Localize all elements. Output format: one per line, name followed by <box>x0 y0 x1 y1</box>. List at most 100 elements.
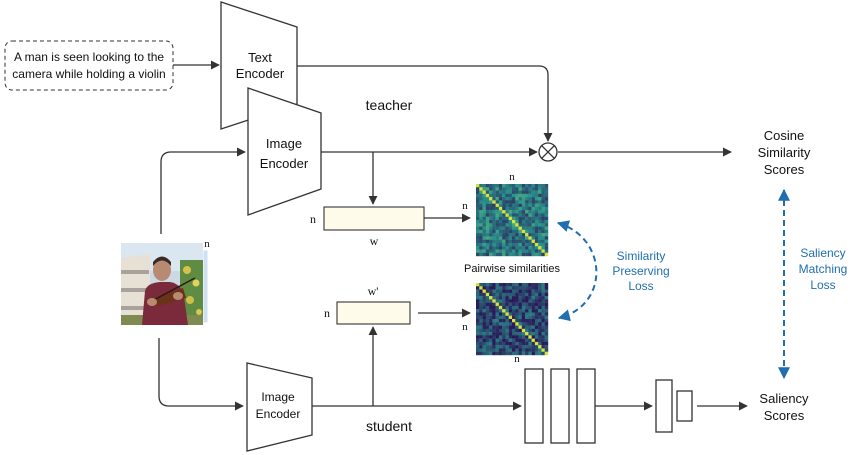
heatmap-cell <box>502 325 506 330</box>
heatmap-cell <box>541 206 545 211</box>
heatmap-cell <box>476 236 480 240</box>
heatmap-cell <box>498 328 503 333</box>
heatmap-cell <box>534 299 539 303</box>
heatmap-cell <box>531 200 536 204</box>
heatmap-cell <box>498 351 503 356</box>
heatmap-cell <box>482 246 487 250</box>
heatmap-cell <box>515 223 519 227</box>
heatmap-cell <box>541 187 545 191</box>
heatmap-cell <box>489 220 493 224</box>
heatmap-cell <box>525 296 529 300</box>
heatmap-cell <box>538 319 542 323</box>
heatmap-cell <box>479 296 483 300</box>
heatmap-cell <box>515 187 519 191</box>
heatmap-cell <box>544 341 549 346</box>
heatmap-cell <box>538 184 542 188</box>
student-label: student <box>366 418 412 434</box>
heatmap-cell <box>512 283 516 287</box>
heatmap-cell <box>492 249 496 253</box>
heatmap-cell <box>482 200 487 204</box>
heatmap-cell <box>505 236 509 240</box>
feature-wprime-label: w' <box>368 284 379 298</box>
heatmap-cell <box>482 341 487 346</box>
heatmap-cell <box>492 345 496 349</box>
heatmap-cell <box>534 296 539 300</box>
heatmap-cell <box>541 286 545 290</box>
heatmap-cell <box>531 322 536 326</box>
heatmap-cell <box>479 184 483 188</box>
heatmap-cell <box>538 348 542 352</box>
heatmap-cell <box>528 184 532 188</box>
heatmap-cell <box>544 220 549 224</box>
heatmap-cell <box>498 338 503 343</box>
heatmap-cell <box>544 197 549 201</box>
heatmap-cell <box>508 305 513 310</box>
heatmap-cell <box>508 345 513 349</box>
heatmap-cell <box>528 197 532 201</box>
heatmap-cell <box>489 292 493 297</box>
heatmap-cell <box>515 200 519 204</box>
heatmap-cell <box>479 220 483 224</box>
heatmap-cell <box>489 322 493 326</box>
heatmap-cell <box>485 190 490 195</box>
cosine-similarity-scores: Cosine Similarity Scores <box>758 128 811 177</box>
heatmap-cell <box>528 341 532 346</box>
heatmap-cell <box>498 223 503 227</box>
heatmap-cell <box>508 302 513 307</box>
heatmap-cell <box>505 206 509 211</box>
heatmap-cell <box>485 226 490 231</box>
heatmap-cell <box>489 190 493 195</box>
heatmap-cell <box>538 289 542 294</box>
heatmap-cell <box>528 312 532 316</box>
heatmap-cell <box>515 233 519 237</box>
heatmap-cell <box>482 239 487 244</box>
heatmap-cell <box>495 338 500 343</box>
heatmap-cell <box>541 305 545 310</box>
heatmap-cell <box>489 236 493 240</box>
heatmap-cell <box>534 345 539 349</box>
heatmap-cell <box>495 322 500 326</box>
heatmap-cell <box>512 220 516 224</box>
heatmap-cell <box>476 193 480 198</box>
heatmap-cell <box>502 335 506 339</box>
heatmap-cell <box>485 341 490 346</box>
heatmap-cell <box>476 283 480 287</box>
heatmap-cell <box>521 193 526 198</box>
heatmap-cell <box>512 249 516 253</box>
heatmap-cell <box>512 190 516 195</box>
heatmap-cell <box>538 239 542 244</box>
heatmap-cell <box>518 210 523 214</box>
heatmap-cell <box>534 190 539 195</box>
heatmap-cell <box>495 210 500 214</box>
heatmap-cell <box>518 242 523 247</box>
heatmap-cell <box>479 239 483 244</box>
heatmap-cell <box>479 351 483 356</box>
heatmap-cell <box>502 305 506 310</box>
heatmap-cell <box>528 302 532 307</box>
heatmap-cell <box>541 299 545 303</box>
heatmap-cell <box>508 246 513 250</box>
heatmap-cell <box>521 252 526 257</box>
heatmap-cell <box>482 193 487 198</box>
heatmap-cell <box>505 220 509 224</box>
heatmap-cell <box>498 309 503 313</box>
heatmap-cell <box>541 249 545 253</box>
heatmap-cell <box>534 226 539 231</box>
heatmap-cell <box>531 305 536 310</box>
heatmap-cell <box>492 338 496 343</box>
heatmap-cell <box>498 312 503 316</box>
conv-block-2 <box>550 368 570 444</box>
heatmap-cell <box>512 338 516 343</box>
caption-line-2: camera while holding a violin <box>12 67 165 81</box>
heatmap-cell <box>515 319 519 323</box>
heatmap-cell <box>515 348 519 352</box>
heatmap-cell <box>505 246 509 250</box>
heatmap-cell <box>476 252 480 257</box>
heatmap-cell <box>476 341 480 346</box>
heatmap-cell <box>505 242 509 247</box>
heatmap-cell <box>489 332 493 336</box>
heatmap-cell <box>479 197 483 201</box>
heatmap-cell <box>515 184 519 188</box>
heatmap-cell <box>541 309 545 313</box>
heatmap-cell <box>492 190 496 195</box>
